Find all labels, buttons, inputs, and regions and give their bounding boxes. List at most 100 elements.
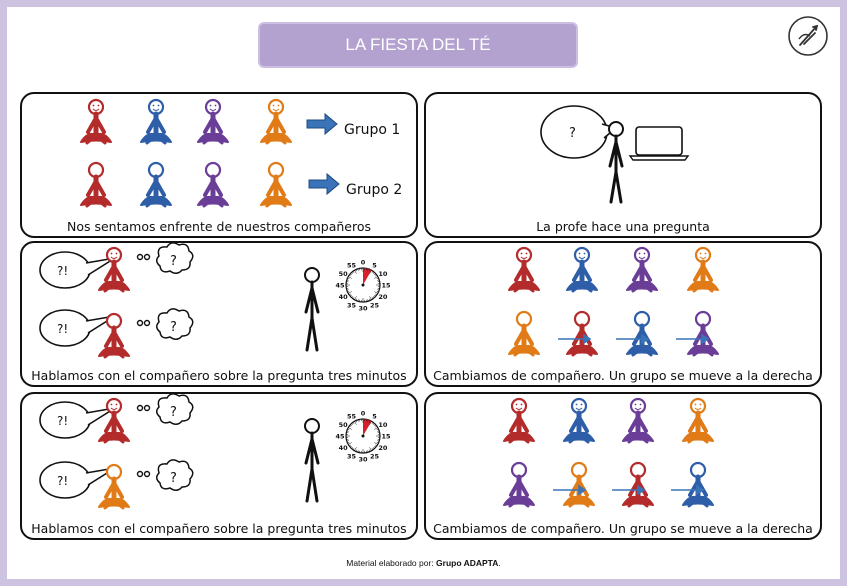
page-title: LA FIESTA DEL TÉ — [258, 22, 578, 68]
panel-sit-facing-art: Grupo 1 Grupo 2 — [80, 98, 402, 208]
panel-caption: Cambiamos de compañero. Un grupo se muev… — [433, 521, 813, 536]
panel-caption: Hablamos con el compañero sobre la pregu… — [31, 521, 407, 536]
panel-teacher-question: ? La profe hace una pregunta — [424, 92, 822, 238]
red-child-icon — [80, 98, 112, 145]
thought-text: ? — [170, 254, 177, 269]
red-child-icon — [503, 397, 535, 444]
timer-label: 30 — [358, 305, 368, 313]
adapta-logo-icon — [788, 16, 828, 56]
purple-child-icon — [626, 246, 658, 293]
footer-credit: Material elaborado por: Grupo ADAPTA. — [0, 558, 847, 568]
group1-arrow-icon — [306, 112, 338, 136]
timer-label: 45 — [335, 282, 345, 290]
panel-caption: La profe hace una pregunta — [536, 219, 710, 234]
timer-label: 10 — [378, 270, 388, 278]
footer-suffix: . — [498, 558, 501, 568]
timer-label: 15 — [381, 433, 391, 441]
panel-change-partner-2-art — [503, 397, 714, 508]
purple-child-icon — [197, 98, 229, 145]
timer-label: 40 — [339, 444, 349, 452]
group2-label: Grupo 2 — [346, 182, 402, 198]
speech-bubble-icon — [39, 401, 116, 499]
speech-text: ?! — [57, 322, 68, 336]
purple-child-icon — [687, 310, 719, 357]
purple-child-icon — [622, 397, 654, 444]
timer-label: 55 — [347, 262, 357, 270]
thought-text: ? — [170, 405, 177, 420]
orange-child-icon — [687, 246, 719, 293]
blue-child-icon — [626, 310, 658, 357]
blue-child-icon — [566, 246, 598, 293]
red-child-icon — [80, 161, 112, 208]
speech-text: ?! — [57, 414, 68, 428]
timer-label: 50 — [339, 270, 349, 278]
orange-child-icon — [98, 463, 130, 510]
timer-label: 25 — [370, 301, 380, 309]
blue-child-icon — [140, 161, 172, 208]
thought-bubble-icon — [136, 394, 194, 491]
teacher-icon — [304, 267, 320, 352]
timer-label: 30 — [358, 456, 368, 464]
red-child-icon — [98, 397, 130, 444]
thought-text: ? — [170, 471, 177, 486]
timer-label: 10 — [378, 421, 388, 429]
question-mark: ? — [569, 126, 576, 141]
panel-sit-facing: Grupo 1 Grupo 2 Nos sentamos enfrente de… — [20, 92, 418, 238]
orange-child-icon — [682, 397, 714, 444]
red-child-icon — [566, 310, 598, 357]
timer-label: 0 — [361, 410, 366, 418]
red-child-icon — [98, 312, 130, 359]
orange-child-icon — [508, 310, 540, 357]
purple-child-icon — [503, 461, 535, 508]
move-right-arrow-icon — [553, 484, 705, 496]
panel-change-partner-1: Cambiamos de compañero. Un grupo se muev… — [424, 241, 822, 387]
timer-label: 5 — [372, 413, 377, 421]
timer-label: 20 — [378, 444, 388, 452]
thought-bubble-icon — [136, 243, 194, 340]
panel-caption: Nos sentamos enfrente de nuestros compañ… — [66, 219, 371, 234]
red-child-icon — [508, 246, 540, 293]
speech-text: ?! — [57, 264, 68, 278]
timer-label: 5 — [372, 262, 377, 270]
group1-label: Grupo 1 — [344, 122, 400, 138]
timer-label: 40 — [339, 293, 349, 301]
purple-child-icon — [197, 161, 229, 208]
footer-brand: Grupo ADAPTA — [436, 558, 499, 568]
move-right-arrow-icon — [558, 333, 710, 345]
timer-label: 15 — [381, 282, 391, 290]
thought-text: ? — [170, 320, 177, 335]
speech-bubble-icon — [39, 251, 116, 347]
timer-label: 25 — [370, 452, 380, 460]
teacher-icon — [304, 418, 320, 503]
footer-prefix: Material elaborado por: — [346, 558, 434, 568]
speech-bubble-icon — [540, 105, 618, 159]
timer-label: 0 — [361, 259, 366, 267]
panel-caption: Hablamos con el compañero sobre la pregu… — [31, 368, 407, 383]
timer-label: 50 — [339, 421, 349, 429]
panel-change-partner-1-art — [508, 246, 719, 357]
timer-label: 55 — [347, 413, 357, 421]
blue-child-icon — [140, 98, 172, 145]
orange-child-icon — [260, 98, 292, 145]
red-child-icon — [622, 461, 654, 508]
speech-text: ?! — [57, 474, 68, 488]
timer-label: 35 — [347, 301, 357, 309]
laptop-icon — [628, 126, 690, 161]
panel-change-partner-2: Cambiamos de compañero. Un grupo se muev… — [424, 392, 822, 540]
timer-label: 35 — [347, 452, 357, 460]
timer-label: 20 — [378, 293, 388, 301]
teacher-icon — [608, 121, 624, 204]
panel-caption: Cambiamos de compañero. Un grupo se muev… — [433, 368, 813, 383]
orange-child-icon — [260, 161, 292, 208]
blue-child-icon — [563, 397, 595, 444]
group2-arrow-icon — [308, 172, 340, 196]
panel-teacher-question-art: ? — [540, 105, 690, 204]
red-child-icon — [98, 246, 130, 293]
timer-label: 45 — [335, 433, 345, 441]
